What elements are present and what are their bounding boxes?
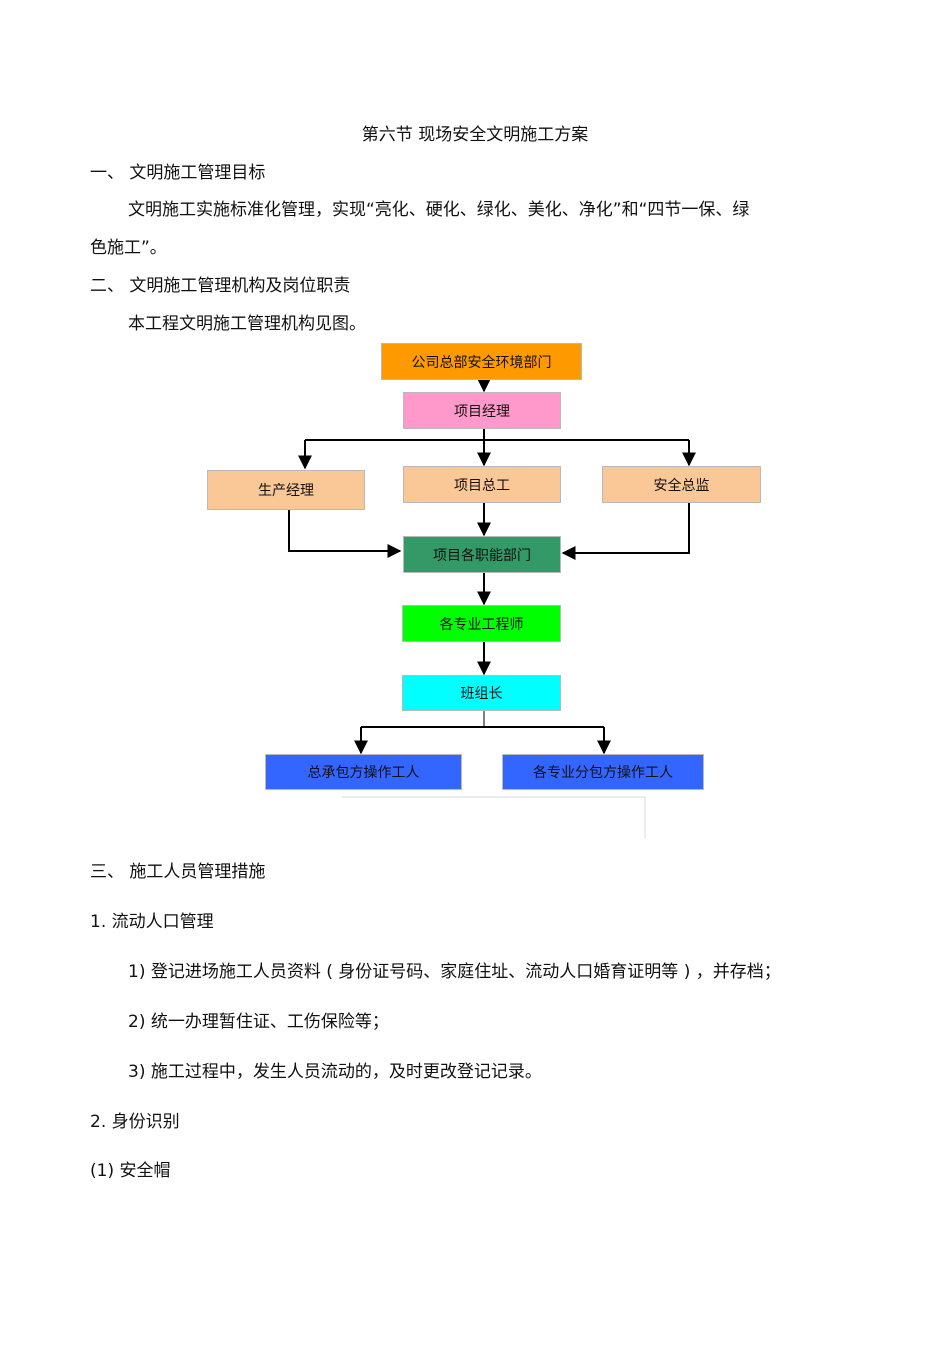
box-production-manager-label: 生产经理 [258,483,314,499]
box-company-safety-dept: 公司总部安全环境部门 [381,343,582,380]
box-company-safety-dept-label: 公司总部安全环境部门 [411,354,552,371]
box-functional-depts-label: 项目各职能部门 [433,547,531,564]
box-general-contractor-workers-label: 总承包方操作工人 [307,765,420,781]
paragraph-organization: 本工程文明施工管理机构见图。 [128,314,366,334]
list-item-3: 3) 施工过程中，发生人员流动的，及时更改登记记录。 [128,1062,542,1082]
list-item-2: 2) 统一办理暂住证、工伤保险等； [128,1012,389,1032]
subheading-floating-population: 1. 流动人口管理 [90,912,214,932]
box-production-manager: 生产经理 [207,470,365,510]
list-item-helmet: (1) 安全帽 [90,1161,171,1181]
box-engineers-label: 各专业工程师 [439,616,524,633]
heading-management-goal: 一、 文明施工管理目标 [90,163,266,183]
list-item-1: 1) 登记进场施工人员资料 ( 身份证号码、家庭住址、流动人口婚育证明等 ) ，… [128,962,781,982]
box-team-leader: 班组长 [402,675,561,711]
section-title: 第六节 现场安全文明施工方案 [361,125,589,145]
box-functional-depts: 项目各职能部门 [403,536,561,573]
box-project-manager-label: 项目经理 [454,403,510,420]
box-engineers: 各专业工程师 [402,605,561,642]
box-chief-engineer-label: 项目总工 [454,477,510,494]
subheading-identity: 2. 身份识别 [90,1112,180,1132]
paragraph-goal-line1: 文明施工实施标准化管理，实现“亮化、硬化、绿化、美化、净化”和“四节一保、绿 [128,200,750,220]
heading-organization: 二、 文明施工管理机构及岗位职责 [90,276,351,296]
box-safety-director: 安全总监 [602,466,761,503]
paragraph-goal-line2: 色施工”。 [90,238,167,258]
box-subcontractor-workers: 各专业分包方操作工人 [502,754,704,790]
box-chief-engineer: 项目总工 [403,466,561,503]
box-project-manager: 项目经理 [403,392,561,429]
box-general-contractor-workers: 总承包方操作工人 [265,754,462,790]
box-subcontractor-workers-label: 各专业分包方操作工人 [533,765,673,781]
box-safety-director-label: 安全总监 [653,477,710,494]
box-team-leader-label: 班组长 [460,686,503,702]
heading-personnel-measures: 三、 施工人员管理措施 [90,862,266,882]
